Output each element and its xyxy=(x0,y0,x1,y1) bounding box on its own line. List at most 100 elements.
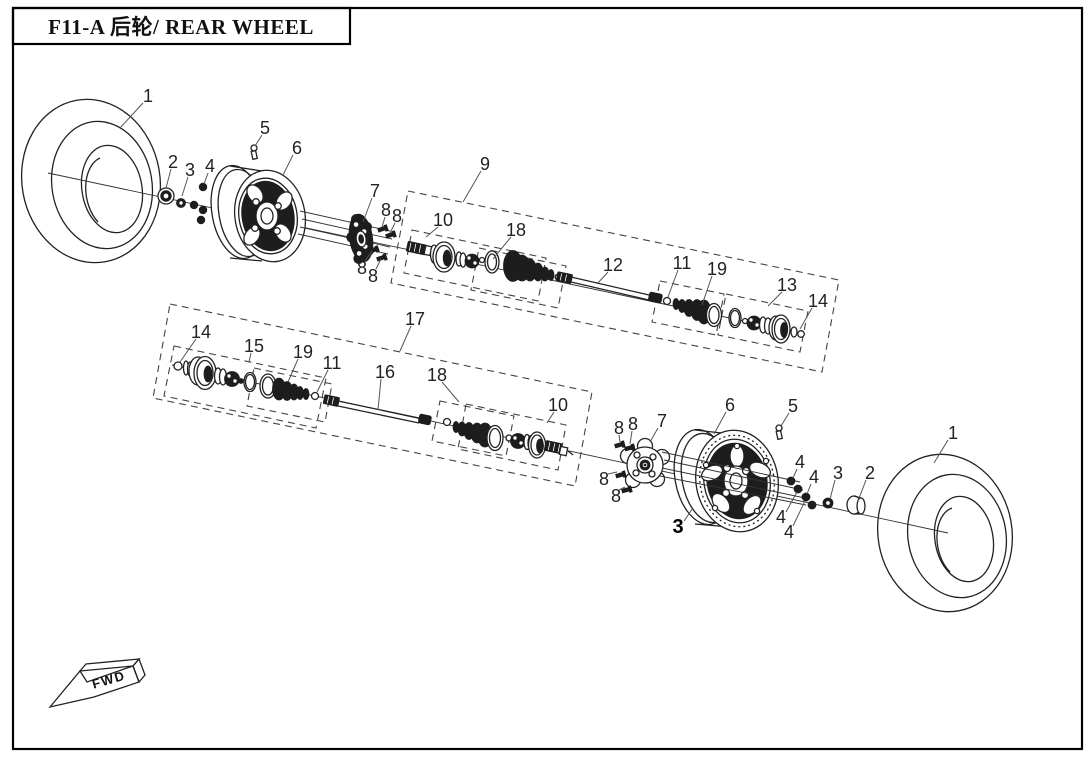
part-number-label: 2 xyxy=(865,463,875,483)
part-number-label: 19 xyxy=(707,259,727,279)
part-number-label: 1 xyxy=(143,86,153,106)
rim-left xyxy=(210,164,307,263)
leader-line xyxy=(546,411,555,424)
leader-line xyxy=(165,168,172,189)
leader-line xyxy=(857,479,867,502)
leader-line xyxy=(780,412,790,427)
group-box-10-top xyxy=(403,229,547,302)
hub-bolts-left xyxy=(368,224,397,262)
leader-line xyxy=(375,258,382,270)
part-number-label: 10 xyxy=(548,395,568,415)
part-number-label: 6 xyxy=(292,138,302,158)
leader-line xyxy=(799,307,813,330)
valve-stem-left xyxy=(250,144,259,161)
part-number-label: 5 xyxy=(788,396,798,416)
diagram-title: F11-A 后轮/ REAR WHEEL xyxy=(48,15,314,39)
washer-left xyxy=(176,198,186,208)
leader-line xyxy=(667,269,679,298)
part-number-label: 7 xyxy=(370,181,380,201)
leader-line xyxy=(683,507,694,522)
wheel-nuts-left xyxy=(189,182,208,225)
part-number-label: 13 xyxy=(777,275,797,295)
part-number-label: 8 xyxy=(381,200,391,220)
tire-left xyxy=(20,98,162,264)
axle-shaft-16 xyxy=(322,394,432,426)
leader-line xyxy=(713,411,727,435)
group-box-13-top xyxy=(717,293,809,353)
hub-right xyxy=(619,437,671,489)
leader-line xyxy=(933,439,949,464)
leader-line xyxy=(282,154,294,176)
leader-line xyxy=(316,369,329,393)
leader-line xyxy=(364,250,373,262)
leader-line xyxy=(425,226,439,238)
leader-line xyxy=(492,236,512,260)
group-box-17 xyxy=(152,303,593,487)
leader-line xyxy=(618,486,626,491)
leader-line xyxy=(701,275,713,306)
title-box xyxy=(11,6,352,46)
part-number-label: 11 xyxy=(673,253,692,273)
leader-line xyxy=(203,172,209,185)
leader-line xyxy=(389,222,396,234)
part-number-label: 10 xyxy=(433,210,453,230)
axle-shaft-assembly-top xyxy=(405,241,805,344)
leader-line xyxy=(792,468,798,479)
part-number-label: 4 xyxy=(205,156,215,176)
leader-line xyxy=(462,170,482,203)
part-number-label: 11 xyxy=(323,353,342,373)
part-number-label: 18 xyxy=(427,365,447,385)
leader-line xyxy=(829,479,836,500)
group-box-19-top xyxy=(651,280,725,336)
part-number-label: 8 xyxy=(599,469,609,489)
group-box-18-top xyxy=(470,247,567,309)
part-number-label: 7 xyxy=(657,411,667,431)
leader-line xyxy=(179,338,197,363)
leader-line xyxy=(362,197,373,223)
part-number-label: 4 xyxy=(784,522,794,542)
part-number-label: 3 xyxy=(833,463,843,483)
group-box-19-bottom xyxy=(246,367,333,423)
leader-line xyxy=(792,500,806,527)
leader-line xyxy=(596,271,609,285)
part-number-label: 14 xyxy=(191,322,211,342)
part-number-label: 4 xyxy=(809,467,819,487)
axle-shaft-12 xyxy=(555,271,663,304)
leader-line xyxy=(629,430,633,445)
part-number-label: 19 xyxy=(293,342,313,362)
axle-cap-left xyxy=(157,187,175,205)
part-number-label: 8 xyxy=(392,206,402,226)
leader-line xyxy=(181,176,189,197)
part-number-label: 3 xyxy=(185,160,195,180)
page-border xyxy=(11,6,1084,751)
part-number-label: 15 xyxy=(244,336,264,356)
part-number-label: 18 xyxy=(506,220,526,240)
part-number-label: 9 xyxy=(480,154,490,174)
part-number-label: 4 xyxy=(776,507,786,527)
wheel-studs-right xyxy=(659,451,807,506)
leader-line xyxy=(618,434,621,443)
leader-line xyxy=(381,216,386,228)
group-box-18-bottom xyxy=(431,400,515,457)
leader-line xyxy=(767,291,783,307)
leader-line xyxy=(377,378,382,411)
leader-line xyxy=(399,325,412,352)
leader-line xyxy=(649,427,659,443)
axle-cap-right xyxy=(846,495,866,515)
leader-line xyxy=(248,352,252,363)
part-number-label: 8 xyxy=(368,266,378,286)
part-number-label: 6 xyxy=(725,395,735,415)
part-number-label: 8 xyxy=(628,414,638,434)
part-number-label: 8 xyxy=(357,258,367,278)
part-number-label: 1 xyxy=(948,423,958,443)
part-number-label: 4 xyxy=(795,452,805,472)
fwd-arrow: FWD xyxy=(48,657,146,709)
leader-line xyxy=(254,134,263,147)
hub-bolts-right xyxy=(614,440,636,494)
part-number-label: 17 xyxy=(405,309,425,329)
part-number-label: 14 xyxy=(808,291,828,311)
leader-line xyxy=(806,483,812,495)
